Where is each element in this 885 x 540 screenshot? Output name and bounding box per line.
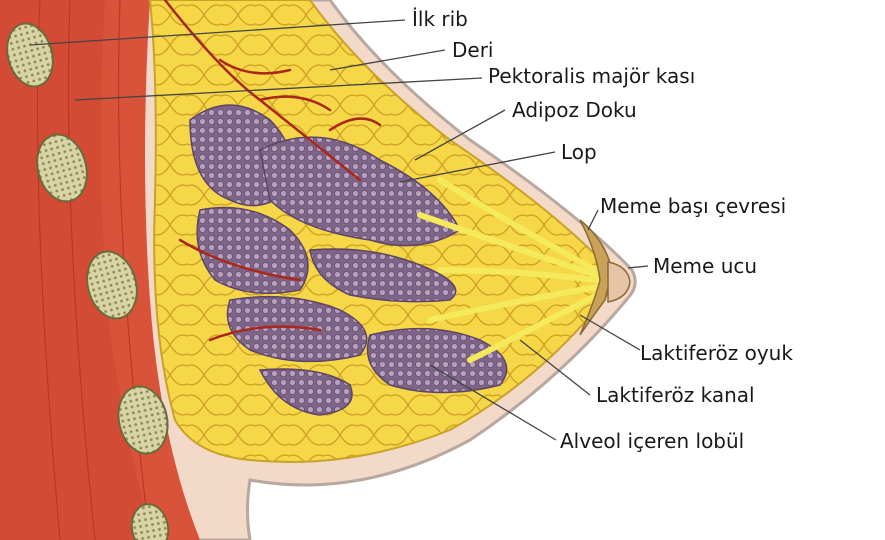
label-laktiferoz-kanal: Laktiferöz kanal — [596, 383, 755, 407]
label-lop: Lop — [561, 140, 597, 164]
label-meme-ucu: Meme ucu — [653, 254, 757, 278]
label-alveol: Alveol içeren lobül — [560, 429, 744, 453]
label-meme-basi-cevresi: Meme başı çevresi — [600, 194, 786, 218]
label-ilk-rib: İlk rib — [412, 7, 468, 31]
label-laktiferoz-oyuk: Laktiferöz oyuk — [640, 341, 793, 365]
label-deri: Deri — [452, 38, 493, 62]
leader-meme-basi — [588, 210, 598, 230]
label-pektoralis: Pektoralis majör kası — [488, 64, 695, 88]
label-adipoz: Adipoz Doku — [512, 98, 637, 122]
